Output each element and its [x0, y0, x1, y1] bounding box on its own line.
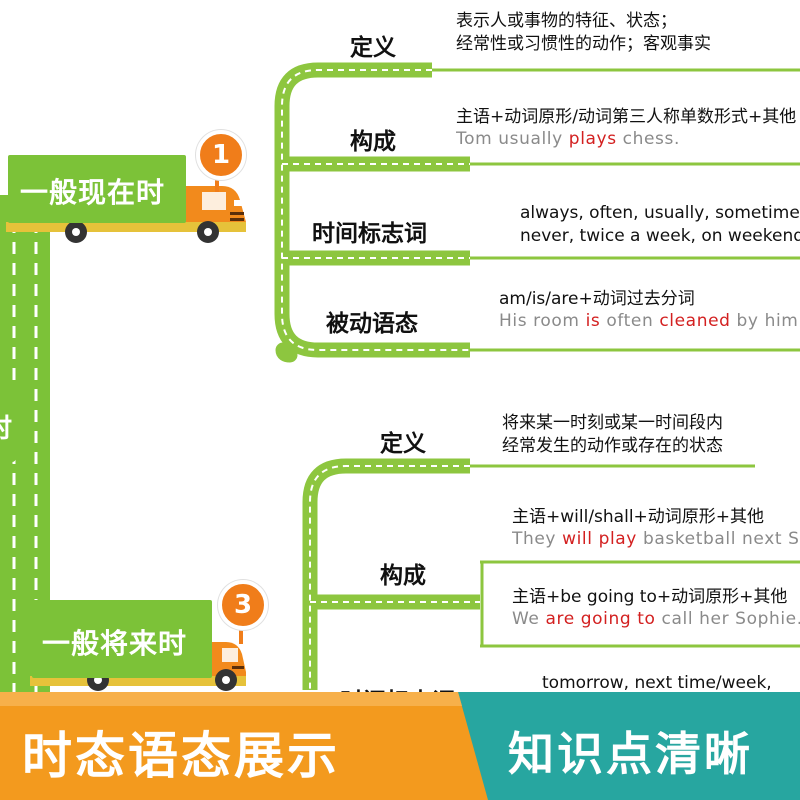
- example-highlight: is: [585, 311, 601, 331]
- present-time-line-1: always, often, usually, sometimes,: [520, 203, 800, 223]
- future-will-structure: 主语+will/shall+动词原形+其他 They will play bas…: [512, 506, 800, 549]
- future-tense-title: 一般将来时: [42, 627, 188, 660]
- truck-1-graphic: [6, 170, 246, 243]
- present-time-words: always, often, usually, sometimes, never…: [520, 202, 800, 248]
- present-definition-label: 定义: [350, 35, 396, 61]
- present-passive-formula: am/is/are+动词过去分词: [499, 289, 695, 309]
- middle-tab-text: 时: [0, 408, 12, 445]
- present-structure-example: Tom usually plays chess.: [456, 129, 800, 149]
- future-going-structure: 主语+be going to+动词原形+其他 We are going to c…: [512, 586, 800, 629]
- middle-tab: 时: [0, 384, 16, 462]
- example-text: basketball next Sunday.: [642, 529, 800, 549]
- example-text: Tom usually: [456, 129, 569, 149]
- example-highlight: plays: [568, 129, 617, 149]
- banner-right-text: 知识点清晰: [508, 727, 753, 781]
- future-time-words: tomorrow, next time/week,: [542, 672, 800, 695]
- example-text: call her Sophie.: [655, 609, 800, 629]
- example-text: We: [512, 609, 546, 629]
- future-tense-truck: 一般将来时: [32, 600, 212, 678]
- present-passive-example: His room is often cleaned by him.: [499, 311, 800, 331]
- example-highlight: will play: [562, 529, 637, 549]
- present-definition-line-1: 表示人或事物的特征、状态；: [456, 11, 677, 31]
- badge-3: 3: [218, 580, 268, 630]
- future-time-line-1: tomorrow, next time/week,: [542, 673, 772, 693]
- present-definition-line-2: 经常性或习惯性的动作；客观事实: [456, 34, 711, 54]
- example-text: often: [600, 311, 660, 331]
- future-definition-line-1: 将来某一时刻或某一时间段内: [502, 413, 723, 433]
- present-passive: am/is/are+动词过去分词 His room is often clean…: [499, 288, 800, 331]
- example-highlight: cleaned: [659, 311, 731, 331]
- future-will-formula: 主语+will/shall+动词原形+其他: [512, 507, 765, 527]
- future-going-example: We are going to call her Sophie.: [512, 609, 800, 629]
- bottom-banner: 时态语态展示 知识点清晰: [0, 692, 800, 800]
- example-text: by him.: [730, 311, 800, 331]
- present-structure-formula: 主语+动词原形/动词第三人称单数形式+其他: [456, 107, 797, 127]
- future-structure-label: 构成: [380, 563, 426, 589]
- banner-background: [0, 692, 800, 800]
- example-text: His room: [499, 311, 586, 331]
- present-structure: 主语+动词原形/动词第三人称单数形式+其他 Tom usually plays …: [456, 106, 800, 149]
- present-structure-label: 构成: [350, 129, 396, 155]
- future-definition: 将来某一时刻或某一时间段内 经常发生的动作或存在的状态: [502, 412, 800, 458]
- future-going-formula: 主语+be going to+动词原形+其他: [512, 587, 788, 607]
- banner-left-text: 时态语态展示: [22, 727, 340, 785]
- present-time-label: 时间标志词: [312, 221, 427, 247]
- present-definition: 表示人或事物的特征、状态； 经常性或习惯性的动作；客观事实: [456, 10, 800, 56]
- badge-1: 1: [196, 130, 246, 180]
- present-passive-label: 被动语态: [326, 311, 418, 337]
- example-text: chess.: [616, 129, 680, 149]
- future-will-example: They will play basketball next Sunday.: [512, 529, 800, 549]
- future-definition-label: 定义: [380, 431, 426, 457]
- present-tense-truck: 一般现在时: [8, 155, 186, 223]
- example-text: They: [512, 529, 563, 549]
- example-highlight: are going to: [545, 609, 656, 629]
- future-definition-line-2: 经常发生的动作或存在的状态: [502, 436, 723, 456]
- badge-3-number: 3: [233, 590, 253, 620]
- present-time-line-2: never, twice a week, on weekends: [520, 226, 800, 246]
- badge-1-number: 1: [211, 140, 231, 170]
- present-tense-title: 一般现在时: [20, 176, 166, 209]
